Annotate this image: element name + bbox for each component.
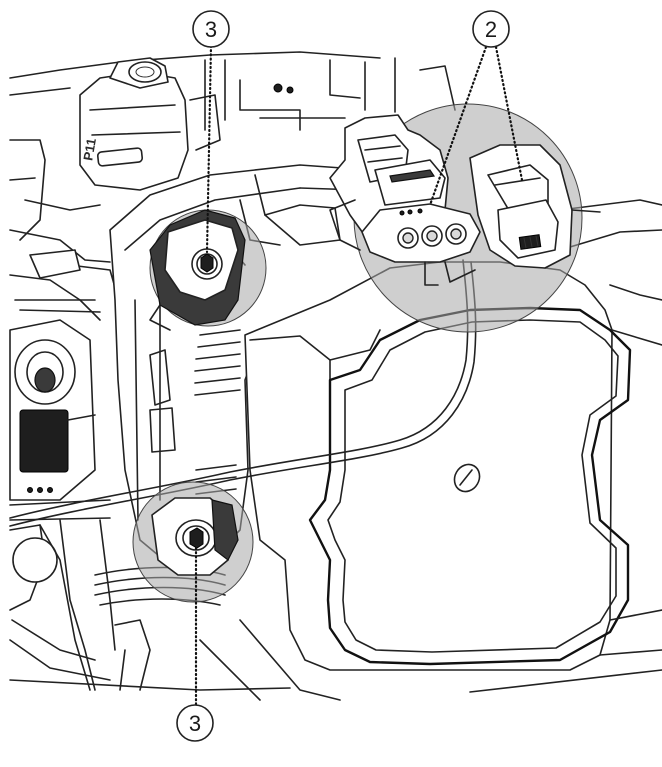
electrical-connectors	[329, 103, 601, 333]
callout-3-upper: 3	[192, 10, 230, 48]
screw-upper	[149, 209, 267, 331]
leader-screw-upper	[205, 44, 213, 254]
background-structure: P11	[9, 51, 456, 701]
callout-number: 3	[189, 711, 201, 736]
callout-2: 2	[472, 10, 510, 48]
screw-lower	[132, 481, 254, 603]
sensor-cable	[9, 259, 477, 691]
leader-connector-left	[428, 45, 488, 207]
callout-bubble	[472, 10, 510, 48]
callout-3-lower: 3	[176, 704, 214, 742]
callout-bubble	[192, 10, 230, 48]
callout-bubble	[176, 704, 214, 742]
callout-number: 2	[485, 17, 497, 42]
valve-label: P11	[80, 137, 99, 162]
callout-leaders	[194, 44, 524, 707]
callout-number: 3	[205, 17, 217, 42]
leader-connector-right	[494, 45, 524, 182]
